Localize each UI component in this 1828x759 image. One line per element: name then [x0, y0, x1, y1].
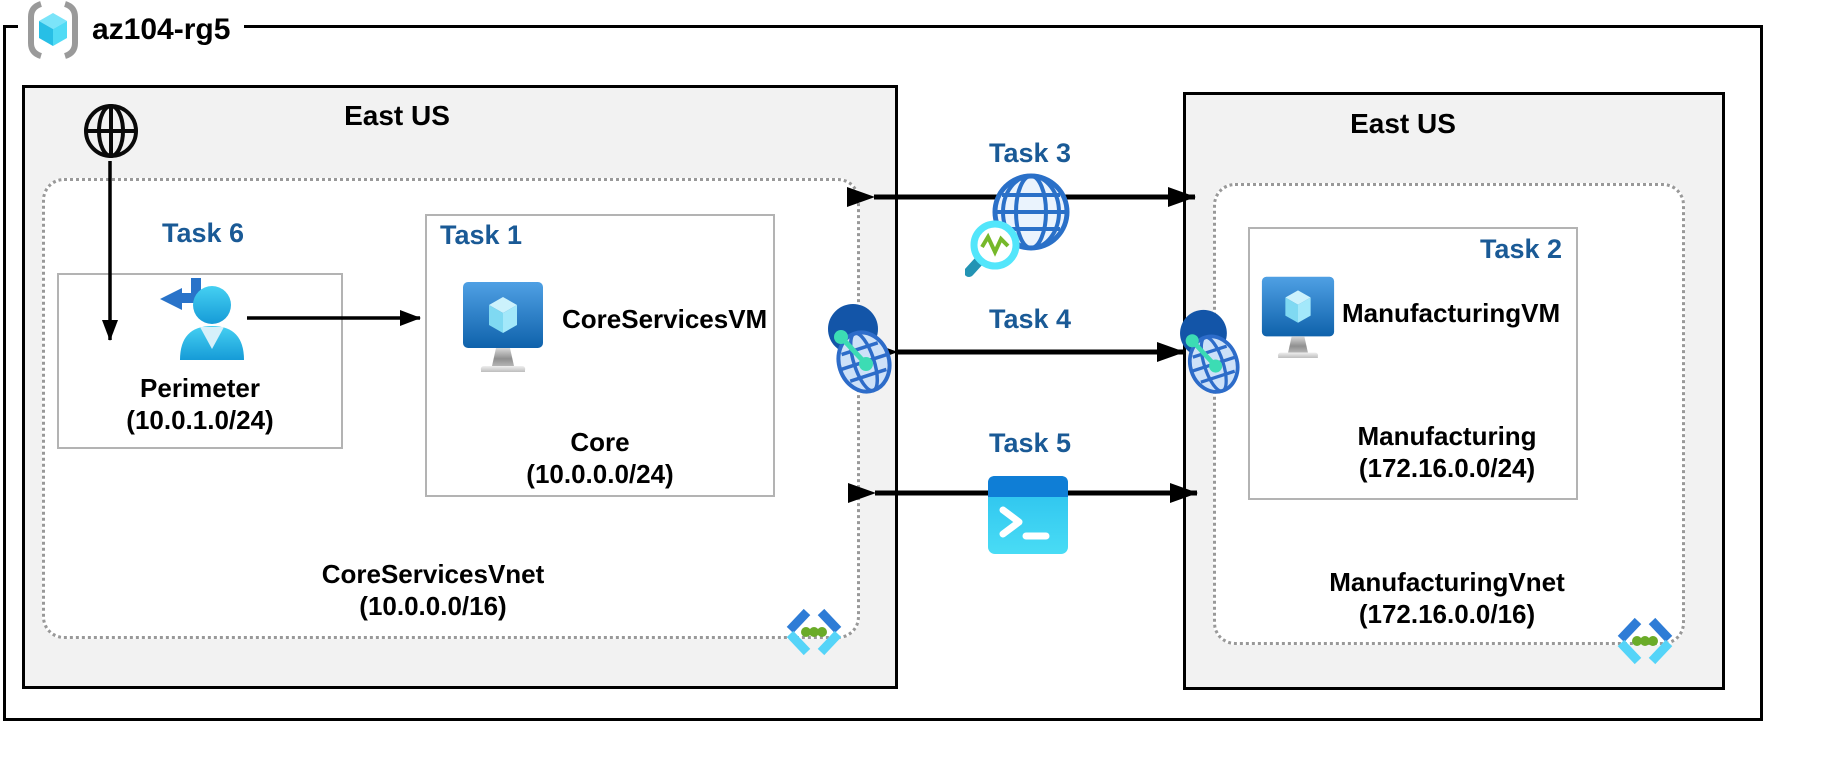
vnet-peering-icon-left — [828, 304, 892, 394]
region-title-right: East US — [1350, 108, 1456, 139]
task6-label: Task 6 — [161, 218, 245, 248]
vnet-peering-icon-right — [1180, 309, 1240, 394]
core-vnet-cidr: (10.0.0.0/16) — [359, 591, 507, 621]
core-vnet-name: CoreServicesVnet — [321, 559, 545, 589]
perimeter-subnet-name: Perimeter — [140, 373, 260, 403]
task1-box — [425, 214, 775, 497]
manufacturing-subnet-name: Manufacturing — [1357, 421, 1537, 451]
manufacturing-vm-icon — [1261, 276, 1335, 358]
manufacturing-vnet-label: ManufacturingVnet (172.16.0.0/16) — [1329, 566, 1564, 630]
task1-label: Task 1 — [440, 220, 523, 250]
resource-group-header: az104-rg5 — [18, 0, 245, 60]
task2-label: Task 2 — [1479, 234, 1562, 264]
perimeter-subnet-cidr: (10.0.1.0/24) — [126, 405, 274, 435]
core-vnet-label: CoreServicesVnet (10.0.0.0/16) — [322, 558, 545, 622]
core-vm-label: CoreServicesVM — [562, 304, 768, 334]
virtual-network-icon-right — [1617, 617, 1673, 665]
core-subnet-label: Core (10.0.0.0/24) — [526, 426, 673, 490]
task5-label: Task 5 — [988, 428, 1072, 458]
core-vm-icon — [463, 282, 543, 372]
task3-label: Task 3 — [988, 138, 1072, 168]
core-subnet-cidr: (10.0.0.0/24) — [526, 459, 674, 489]
powershell-terminal-icon — [988, 476, 1068, 554]
internet-icon — [84, 104, 138, 158]
resource-group-label: az104-rg5 — [92, 13, 231, 46]
manufacturing-vnet-cidr: (172.16.0.0/16) — [1358, 599, 1536, 629]
resource-group-icon — [28, 1, 78, 59]
manufacturing-subnet-cidr: (172.16.0.0/24) — [1358, 453, 1536, 483]
virtual-network-icon-left — [786, 608, 842, 656]
network-watcher-icon — [965, 173, 1070, 277]
perimeter-user-icon — [160, 278, 244, 360]
task2-box — [1248, 227, 1578, 500]
resource-group-box — [3, 25, 1763, 721]
manufacturing-vnet-name: ManufacturingVnet — [1329, 567, 1565, 597]
manufacturing-vm-label: ManufacturingVM — [1342, 298, 1561, 328]
manufacturing-subnet-label: Manufacturing (172.16.0.0/24) — [1357, 420, 1536, 484]
perimeter-subnet-label: Perimeter (10.0.1.0/24) — [126, 372, 273, 436]
core-subnet-name: Core — [570, 427, 630, 457]
task4-label: Task 4 — [988, 304, 1072, 334]
region-title-left: East US — [344, 100, 450, 131]
